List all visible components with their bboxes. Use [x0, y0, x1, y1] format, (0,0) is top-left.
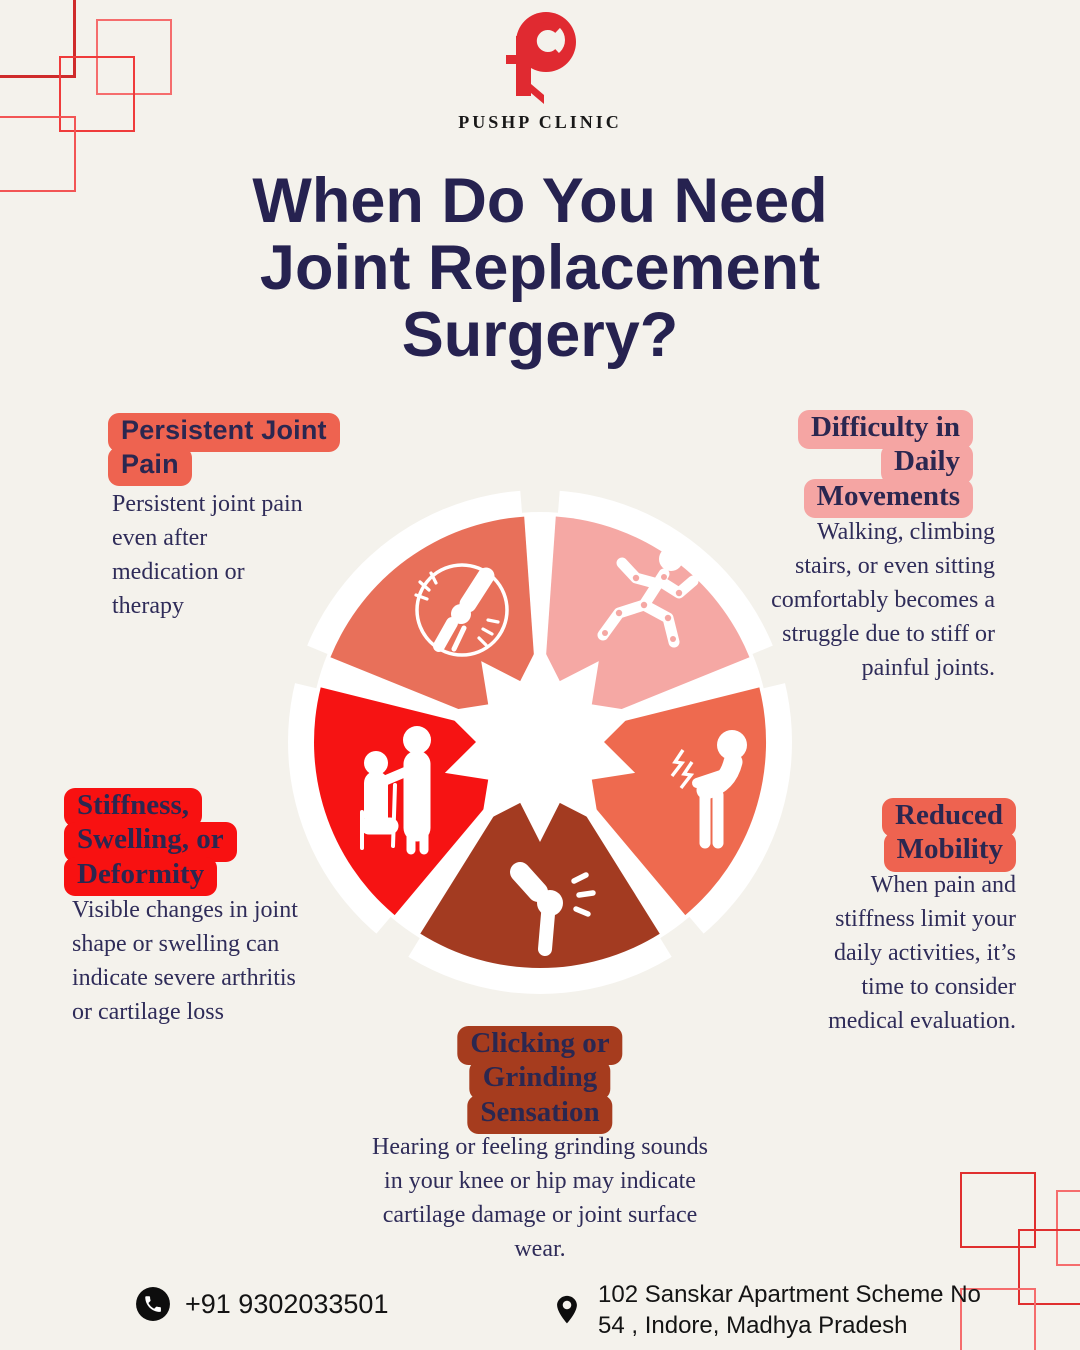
badge-line: Movements — [803, 478, 973, 518]
address-line: 102 Sanskar Apartment Scheme No — [598, 1281, 981, 1308]
body-clicking-grinding-sensation: Hearing or feeling grinding sounds in yo… — [372, 1134, 708, 1263]
caregiver-elderly-icon — [360, 726, 431, 855]
pushp-clinic-logo — [506, 12, 576, 104]
phone-number: +91 9302033501 — [185, 1288, 389, 1319]
badge-line: Pain — [108, 447, 192, 487]
badge-line: Persistent Joint — [108, 413, 340, 453]
badge-line: Grinding — [469, 1060, 611, 1100]
footer-address: 102 Sanskar Apartment Scheme No 54 , Ind… — [550, 1279, 981, 1341]
pain-flash-lines — [414, 571, 500, 647]
logo-foot — [531, 84, 544, 104]
badge-reduced-mobility: Reduced Mobility — [882, 798, 1016, 872]
decorative-square — [960, 1288, 1036, 1350]
badge-line: Sensation — [467, 1094, 613, 1134]
badge-line: Reduced — [882, 798, 1016, 838]
running-figure-icon — [597, 547, 699, 648]
decorative-square — [59, 56, 135, 132]
phone-icon — [136, 1287, 170, 1321]
brand-name: PUSHP CLINIC — [458, 112, 622, 132]
title-line: Joint Replacement — [259, 232, 821, 303]
click-flash-lines — [571, 872, 596, 917]
body-stiffness-swelling-deformity: Visible changes in joint shape or swelli… — [72, 897, 298, 1026]
pain-zigzag — [670, 749, 695, 790]
address-line: 54 , Indore, Madhya Pradesh — [598, 1312, 908, 1340]
title-line: When Do You Need — [252, 166, 828, 236]
title-line: Surgery? — [401, 299, 679, 370]
badge-line: Difficulty in — [797, 410, 973, 450]
decorative-square — [0, 116, 76, 192]
body-persistent-joint-pain: Persistent joint pain even after medicat… — [112, 491, 303, 620]
hip-joint-click-icon — [510, 862, 596, 956]
badge-line: Swelling, or — [64, 822, 237, 862]
wheel-center-gear — [444, 642, 636, 842]
decorative-square — [0, 0, 76, 78]
badge-stiffness-swelling-deformity: Stiffness, Swelling, or Deformity — [64, 788, 237, 896]
location-pin-icon — [557, 1296, 577, 1324]
knee-joint-pain-icon — [414, 563, 509, 657]
address-text: 102 Sanskar Apartment Scheme No 54 , Ind… — [598, 1279, 981, 1341]
body-difficulty-daily-movements: Walking, climbing stairs, or even sittin… — [771, 519, 995, 682]
badge-line: Stiffness, — [64, 788, 202, 828]
page-title: When Do You Need Joint Replacement Surge… — [0, 168, 1080, 368]
badge-line: Mobility — [883, 832, 1016, 872]
logo-c-mark — [528, 22, 561, 60]
badge-line: Daily — [880, 444, 973, 484]
badge-persistent-joint-pain: Persistent Joint Pain — [108, 413, 340, 487]
body-reduced-mobility: When pain and stiffness limit your daily… — [828, 872, 1016, 1035]
footer-phone: +91 9302033501 — [135, 1286, 388, 1322]
badge-line: Clicking or — [457, 1026, 623, 1066]
person-arm-pain-icon — [670, 730, 747, 849]
joint-symptoms-wheel — [280, 482, 800, 1002]
badge-line: Deformity — [64, 856, 218, 896]
decorative-square — [1018, 1229, 1080, 1305]
logo-tab — [506, 55, 517, 64]
badge-clicking-grinding-sensation: Clicking or Grinding Sensation — [457, 1026, 623, 1134]
badge-difficulty-daily-movements: Difficulty in Daily Movements — [797, 410, 973, 518]
joint-dots — [602, 574, 683, 642]
decorative-square — [1056, 1190, 1080, 1266]
decorative-square — [960, 1172, 1036, 1248]
